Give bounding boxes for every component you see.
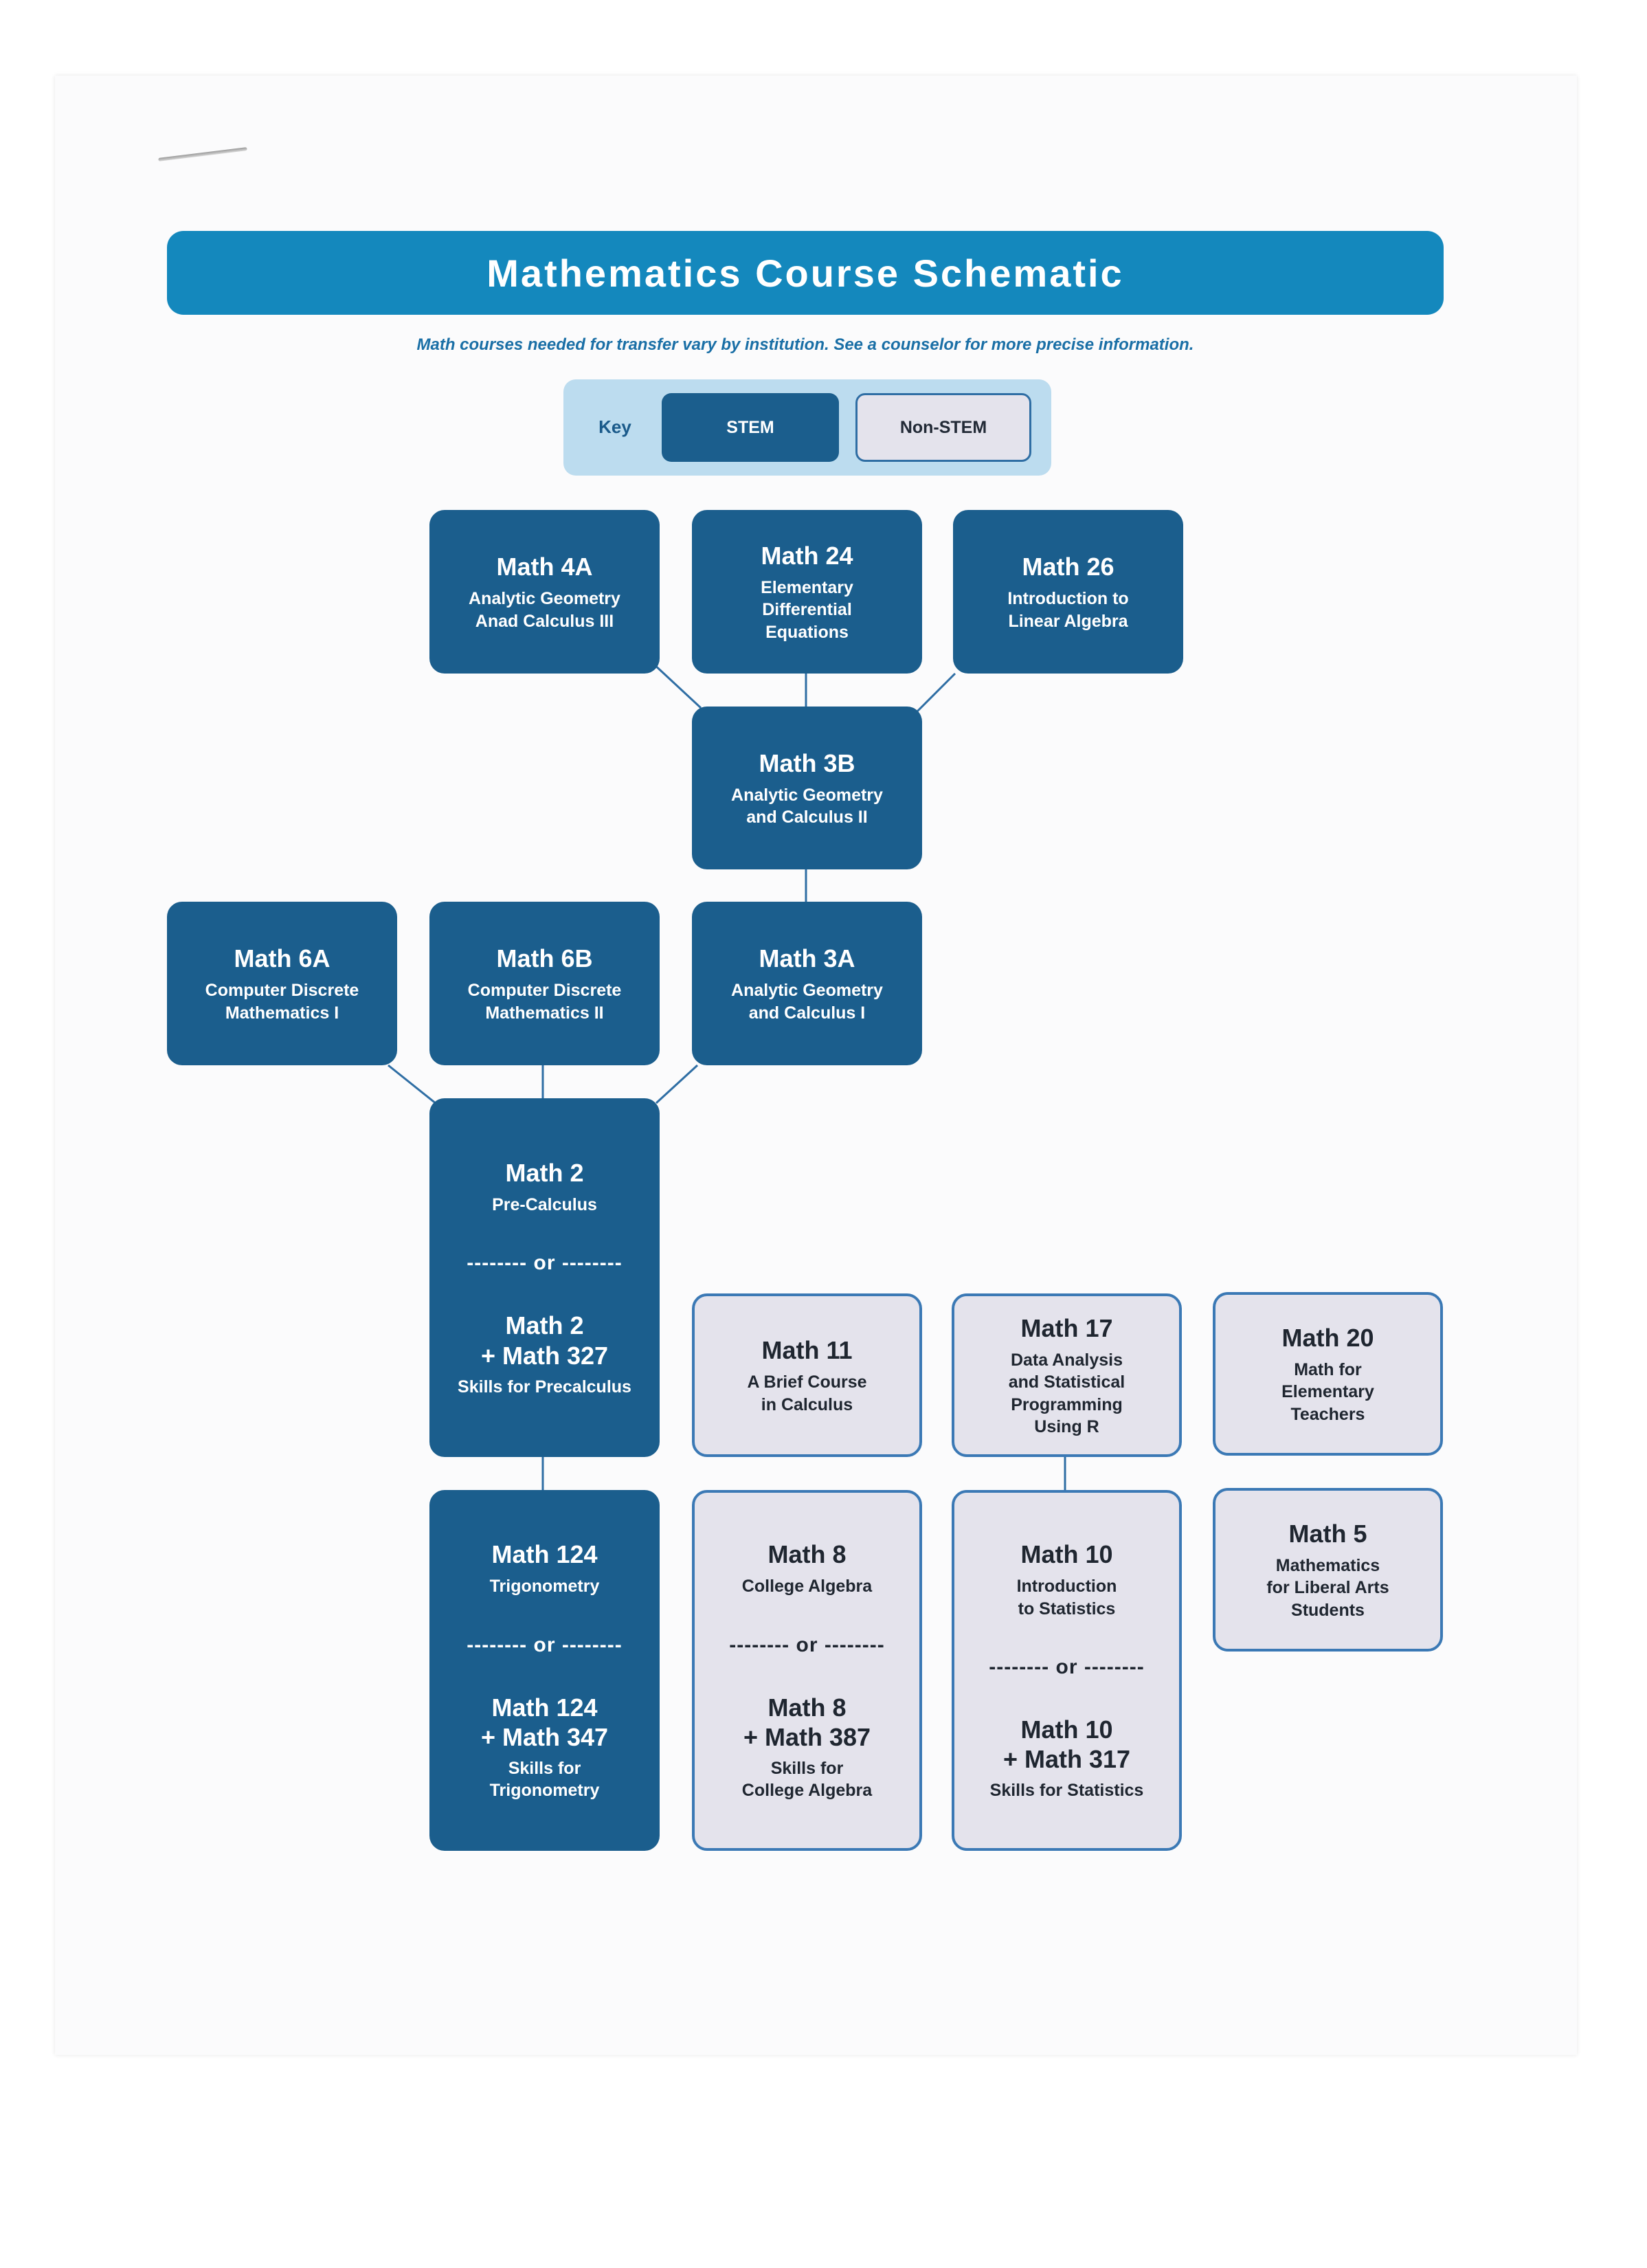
key-stem-chip: STEM [662,393,839,462]
course-code: Math 6A [234,944,330,972]
course-box-math-20: Math 20 Math for Elementary Teachers [1213,1292,1443,1456]
course-code: Math 8 [768,1693,847,1722]
course-description: Trigonometry [489,1577,600,1597]
course-box-math-2: Math 2 Pre-Calculus -------- or --------… [429,1098,660,1457]
course-code: Math 24 [761,541,853,570]
course-box-math-10: Math 10 Introduction to Statistics -----… [952,1490,1182,1851]
course-description: Pre-Calculus [492,1194,597,1214]
course-description: Introduction to Statistics [1016,1577,1117,1619]
course-code: Math 3B [759,748,855,777]
connector-math3a-math2 [655,1064,699,1104]
course-code: Math 124 [491,1693,598,1722]
course-code: Math 2 [505,1158,584,1187]
course-box-math-124: Math 124 Trigonometry -------- or ------… [429,1490,660,1851]
course-option-primary: Math 124 Trigonometry [429,1539,660,1598]
course-description: Computer Discrete Mathematics I [205,981,359,1023]
or-separator: -------- or -------- [467,1633,623,1656]
course-code: Math 6B [496,944,593,972]
course-plus-code: + Math 317 [1002,1745,1131,1774]
key-label: Key [598,416,631,437]
course-box-math-4a: Math 4A Analytic Geometry Anad Calculus … [429,510,660,674]
course-description: Analytic Geometry and Calculus II [731,785,883,827]
course-code: Math 10 [1020,1540,1113,1569]
course-description: College Algebra [741,1577,873,1597]
course-code: Math 4A [496,553,593,581]
course-description: Mathematics for Liberal Arts Students [1266,1555,1389,1620]
course-description: Analytic Geometry Anad Calculus III [469,589,620,631]
course-description: Computer Discrete Mathematics II [467,981,622,1023]
course-code: Math 20 [1281,1323,1374,1352]
course-plus-code: + Math 347 [480,1722,609,1751]
course-code: Math 26 [1022,553,1114,581]
course-description: Skills for Precalculus [458,1377,631,1397]
course-option-alternate: Math 8 + Math 387 Skills for College Alg… [695,1693,919,1802]
course-box-math-17: Math 17 Data Analysis and Statistical Pr… [952,1293,1182,1457]
course-description: A Brief Course in Calculus [747,1372,867,1414]
course-box-math-3a: Math 3A Analytic Geometry and Calculus I [692,902,922,1065]
course-code: Math 124 [491,1540,598,1569]
course-box-math-11: Math 11 A Brief Course in Calculus [692,1293,922,1457]
course-box-math-24: Math 24 Elementary Differential Equation… [692,510,922,674]
connector-math26-math3b [912,672,956,716]
course-code: Math 17 [1020,1313,1113,1342]
course-description: Elementary Differential Equations [761,577,853,642]
course-box-math-5: Math 5 Mathematics for Liberal Arts Stud… [1213,1488,1443,1652]
course-description: Skills for Trigonometry [489,1758,600,1801]
course-box-math-6b: Math 6B Computer Discrete Mathematics II [429,902,660,1065]
course-description: Data Analysis and Statistical Programmin… [1008,1350,1125,1437]
course-plus-code: + Math 387 [743,1722,871,1751]
course-box-math-8: Math 8 College Algebra -------- or -----… [692,1490,922,1851]
subtitle: Math courses needed for transfer vary by… [416,335,1194,354]
course-code: Math 5 [1288,1519,1367,1548]
connector-math4a-math3b [651,662,702,709]
course-description: Math for Elementary Teachers [1281,1359,1374,1424]
course-code: Math 11 [761,1336,853,1364]
course-option-primary: Math 2 Pre-Calculus [429,1157,660,1216]
course-box-math-3b: Math 3B Analytic Geometry and Calculus I… [692,707,922,869]
course-description: Skills for Statistics [989,1781,1144,1801]
course-code: Math 8 [768,1540,847,1569]
course-option-alternate: Math 124 + Math 347 Skills for Trigonome… [429,1693,660,1802]
key-non-stem-chip: Non-STEM [855,393,1031,462]
course-code: Math 3A [759,944,855,972]
or-separator: -------- or -------- [467,1252,623,1275]
course-option-alternate: Math 2 + Math 327 Skills for Precalculus [429,1311,660,1398]
course-option-primary: Math 10 Introduction to Statistics [954,1539,1179,1620]
course-description: Skills for College Algebra [741,1758,873,1801]
or-separator: -------- or -------- [729,1633,885,1656]
course-option-alternate: Math 10 + Math 317 Skills for Statistics [954,1715,1179,1802]
course-option-primary: Math 8 College Algebra [695,1539,919,1598]
course-box-math-26: Math 26 Introduction to Linear Algebra [953,510,1183,674]
course-box-math-6a: Math 6A Computer Discrete Mathematics I [167,902,397,1065]
or-separator: -------- or -------- [989,1656,1145,1679]
course-description: Introduction to Linear Algebra [1007,589,1129,631]
course-plus-code: + Math 327 [480,1341,609,1370]
page-title: Mathematics Course Schematic [486,251,1124,295]
course-code: Math 10 [1020,1715,1113,1744]
course-code: Math 2 [505,1311,584,1340]
connector-math6a-math2 [388,1064,440,1108]
title-banner: Mathematics Course Schematic [167,231,1444,315]
course-description: Analytic Geometry and Calculus I [731,981,883,1023]
